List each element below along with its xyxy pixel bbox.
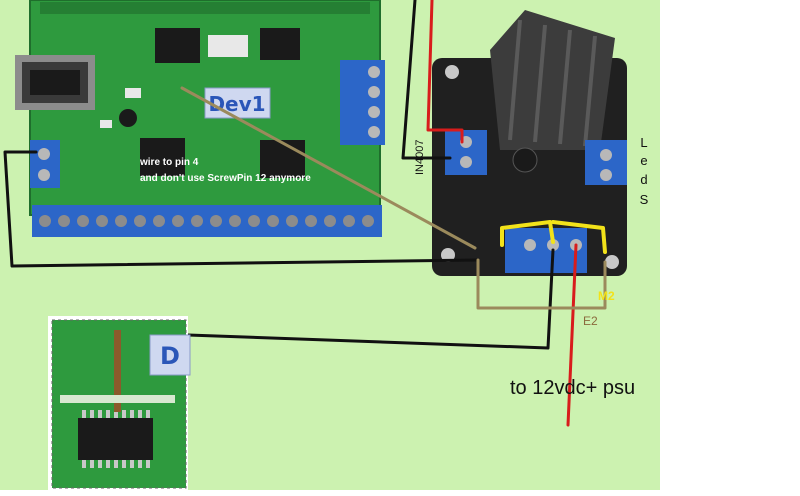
screw-pin [77,215,89,227]
ic-pin [122,460,126,468]
ic-pin [114,410,118,418]
screw-pin [96,215,108,227]
screw-pin [248,215,260,227]
screw-pin [115,215,127,227]
yellow-wire-right [551,220,607,254]
inset-logo-text: D [160,342,180,370]
black-wire-top [401,0,452,160]
driver-terminal-left [445,130,487,175]
right-terminal-block [340,60,385,145]
mounting-hole-1 [445,65,459,79]
inset-ic-chip [78,418,153,460]
diode-label: IN4007 [414,140,426,175]
white-margin [660,0,800,496]
small-smd-2 [100,120,112,128]
ic-pin [122,410,126,418]
screw-pin [343,215,355,227]
wires [3,0,607,427]
ic-pin [138,410,142,418]
leds-vertical-label: L e d S [640,135,649,207]
leds-letter-3: S [640,192,649,207]
inset-brown-wire [114,330,121,412]
ic-pin [106,410,110,418]
ic-pin [98,460,102,468]
psu-terminal-block [30,140,60,188]
annotation-line-1: wire to pin 4 [139,157,199,168]
ic-pin [106,460,110,468]
screw-pin [229,215,241,227]
psu-label: to 12vdc+ psu [510,377,635,399]
dev1-logo-text: Dev1 [208,92,265,116]
ic-pin [90,460,94,468]
ic-chip-2 [260,28,300,60]
screw-pin [286,215,298,227]
mounting-hole-3 [441,248,455,262]
driver-capacitor [512,147,538,173]
e2-label: E2 [583,314,598,328]
brown-wire-loop [476,258,607,310]
brown-wire-diagonal [180,86,477,250]
m2-label: M2 [598,289,615,303]
screw-pin [267,215,279,227]
black-wire-bottom [186,248,555,350]
screw-pin [362,215,374,227]
ic-pin [146,410,150,418]
inset-logo: D [149,334,191,376]
driver-terminal-bottom [505,228,587,273]
annotation-line-2: and don't use ScrewPin 12 anymore [140,173,311,184]
small-smd-1 [125,88,141,98]
driver-terminal-right [585,140,627,185]
red-wire-psu [566,243,578,427]
screw-pin [324,215,336,227]
ic-pin [130,460,134,468]
inset-ic-pins [82,410,150,468]
heatsink [490,10,615,150]
screw-pin [305,215,317,227]
red-wire-top [426,0,464,144]
yellow-wire-loop [500,220,555,247]
crystal [208,35,248,57]
ic-chip-3 [140,138,185,176]
screw-pin [172,215,184,227]
inset-silk-stripe [60,395,175,403]
black-wire-left [3,150,480,268]
bottom-screw-terminal-strip [32,205,382,237]
screw-pin [191,215,203,227]
leds-letter-1: e [640,153,647,168]
screw-pin [39,215,51,227]
screw-pin [153,215,165,227]
leds-letter-2: d [640,172,647,187]
mounting-hole-2 [605,255,619,269]
ic-pin [138,460,142,468]
dev1-logo: Dev1 [204,87,271,119]
ic-pin [130,410,134,418]
inset-close-up: D [48,316,191,490]
motor-driver-board [432,10,627,276]
ic-chip-4 [260,140,305,178]
controller-board: Dev1 wire to pin 4 and don't use ScrewPi… [15,0,385,237]
capacitor [119,109,137,127]
screw-pin [58,215,70,227]
ic-pin [82,460,86,468]
ic-pin [114,460,118,468]
screw-pin [134,215,146,227]
ic-pin [90,410,94,418]
ic-pin [82,410,86,418]
usb-connector [15,55,95,110]
top-header-pins [40,2,370,14]
ic-pin [146,460,150,468]
ic-pin [98,410,102,418]
screw-pin [210,215,222,227]
ic-chip-1 [155,28,200,63]
leds-letter-0: L [640,135,647,150]
